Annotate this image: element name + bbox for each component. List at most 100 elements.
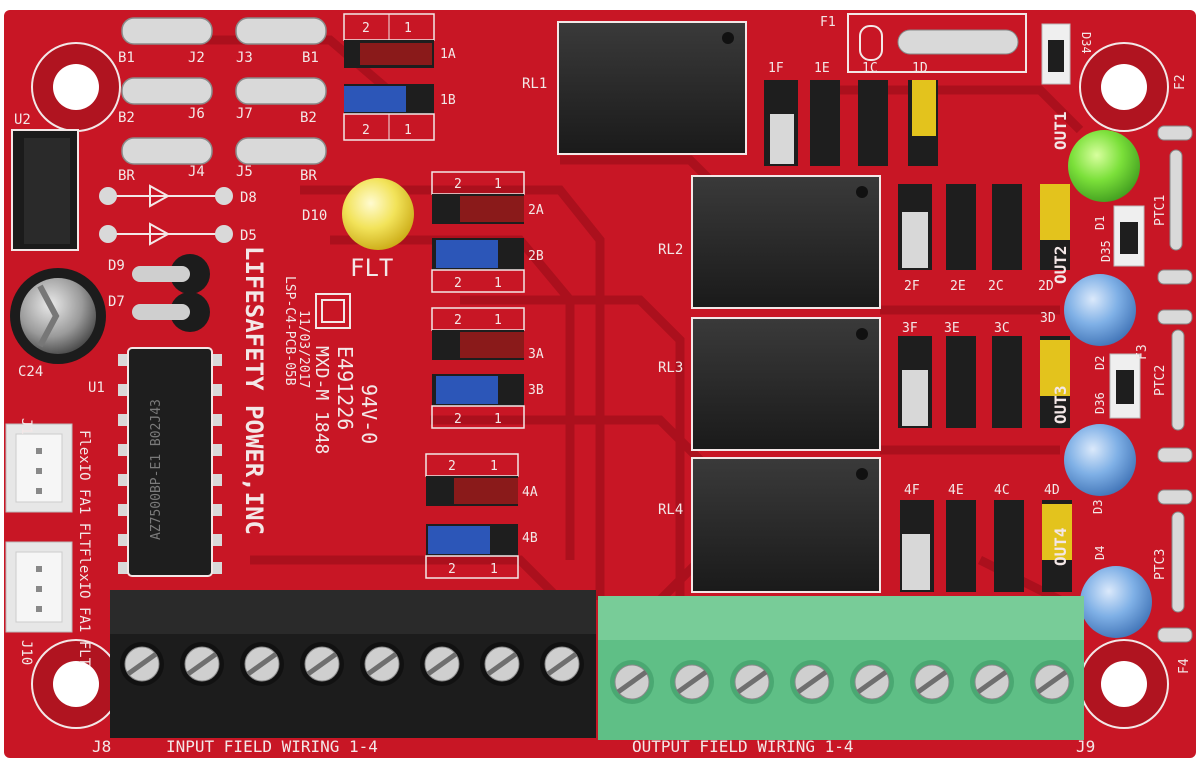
screw-slot bbox=[126, 651, 158, 677]
flexio-connector-j1 bbox=[5, 423, 73, 513]
label-j6: J6 bbox=[188, 106, 205, 122]
label-b2-a: B2 bbox=[118, 110, 135, 126]
transistors-d9-d7 bbox=[132, 254, 210, 332]
fuse-f1 bbox=[847, 13, 1027, 73]
label-1d: 1D bbox=[912, 61, 928, 76]
label-d9: D9 bbox=[108, 258, 125, 274]
screw-slot bbox=[976, 669, 1008, 695]
label-2a: 2A bbox=[528, 203, 544, 218]
jumper-group-1 bbox=[343, 13, 435, 141]
relay-rl2 bbox=[691, 175, 881, 309]
label-j5: J5 bbox=[236, 164, 253, 180]
pin-label: 2 bbox=[454, 177, 462, 192]
screw-slot bbox=[1036, 669, 1068, 695]
label-3f: 3F bbox=[902, 321, 918, 336]
label-j3: J3 bbox=[236, 50, 253, 66]
label-ptc1: PTC1 bbox=[1153, 195, 1168, 226]
label-3e: 3E bbox=[944, 321, 960, 336]
label-3d: 3D bbox=[1040, 311, 1056, 326]
jumper-group-3 bbox=[431, 307, 525, 429]
flexio-connector-j10 bbox=[5, 541, 73, 633]
relay-rl4 bbox=[691, 457, 881, 593]
output-screws bbox=[610, 660, 1074, 704]
led-out2-blue bbox=[1064, 274, 1136, 346]
pin-label: 2 bbox=[448, 562, 456, 577]
ul-file-text: E491226 bbox=[333, 346, 357, 430]
ic-u1 bbox=[118, 347, 222, 577]
label-d35: D35 bbox=[1099, 240, 1113, 262]
label-d36: D36 bbox=[1093, 392, 1107, 414]
label-b1-a: B1 bbox=[118, 50, 135, 66]
jumper-row-2 bbox=[898, 184, 1070, 270]
label-2c: 2C bbox=[988, 279, 1004, 294]
relay-rl1 bbox=[557, 21, 747, 155]
label-rl3: RL3 bbox=[658, 360, 683, 376]
label-d5: D5 bbox=[240, 228, 257, 244]
label-out3: OUT3 bbox=[1051, 385, 1070, 424]
label-ptc2: PTC2 bbox=[1153, 365, 1168, 396]
label-out4: OUT4 bbox=[1051, 527, 1070, 566]
screw-slot bbox=[616, 669, 648, 695]
label-d10: D10 bbox=[302, 208, 327, 224]
label-d4: D4 bbox=[1093, 546, 1107, 560]
led-d10-fault bbox=[342, 178, 414, 250]
label-2f: 2F bbox=[904, 279, 920, 294]
label-c24: C24 bbox=[18, 364, 43, 380]
pin-label: 2 bbox=[448, 459, 456, 474]
label-4d: 4D bbox=[1044, 483, 1060, 498]
pin-label: 1 bbox=[490, 459, 498, 474]
label-1b: 1B bbox=[440, 93, 456, 108]
label-rl1: RL1 bbox=[522, 76, 547, 92]
solder-jumpers-top-left bbox=[121, 17, 327, 165]
screw-slot bbox=[426, 651, 458, 677]
label-2d: 2D bbox=[1038, 279, 1054, 294]
flexio-label-2: FlexIO FA1 FLT bbox=[76, 548, 92, 667]
pin-label: 2 bbox=[362, 123, 370, 138]
label-d2: D2 bbox=[1093, 356, 1107, 370]
label-output-field-wiring: OUTPUT FIELD WIRING 1-4 bbox=[632, 737, 854, 756]
label-d8: D8 bbox=[240, 190, 257, 206]
led-out3-blue bbox=[1064, 424, 1136, 496]
label-j10: J10 bbox=[18, 640, 34, 665]
jumper-group-4 bbox=[425, 453, 519, 579]
screw-slot bbox=[796, 669, 828, 695]
label-f1: F1 bbox=[820, 15, 836, 30]
label-out1: OUT1 bbox=[1051, 111, 1070, 150]
label-4a: 4A bbox=[522, 485, 538, 500]
pin-label: 1 bbox=[494, 276, 502, 291]
label-1c: 1C bbox=[862, 61, 878, 76]
label-3c: 3C bbox=[994, 321, 1010, 336]
label-ptc3: PTC3 bbox=[1153, 549, 1168, 580]
label-f4: F4 bbox=[1177, 658, 1192, 674]
label-4c: 4C bbox=[994, 483, 1010, 498]
label-b1-b: B1 bbox=[302, 50, 319, 66]
label-u2: U2 bbox=[14, 112, 31, 128]
part-number-text: LSP-C4-PCB-05B bbox=[282, 276, 297, 386]
label-f3: F3 bbox=[1135, 344, 1150, 360]
led-out4-blue bbox=[1080, 566, 1152, 638]
terminal-block-output bbox=[598, 596, 1084, 740]
label-rl4: RL4 bbox=[658, 502, 683, 518]
pin-label: 2 bbox=[454, 276, 462, 291]
label-flt: FLT bbox=[350, 254, 393, 282]
screw-slot bbox=[306, 651, 338, 677]
screw-slot bbox=[676, 669, 708, 695]
pin-label: 1 bbox=[494, 177, 502, 192]
ul-logo bbox=[315, 293, 351, 329]
label-f2: F2 bbox=[1173, 74, 1188, 90]
jumper-row-1 bbox=[764, 80, 938, 166]
relay-rl3 bbox=[691, 317, 881, 451]
screw-slot bbox=[486, 651, 518, 677]
diodes-d8-d5 bbox=[108, 184, 224, 246]
label-out2: OUT2 bbox=[1051, 245, 1070, 284]
label-4f: 4F bbox=[904, 483, 920, 498]
pin-label: 1 bbox=[490, 562, 498, 577]
jumper-group-2 bbox=[431, 171, 525, 293]
screw-slot bbox=[736, 669, 768, 695]
label-d7: D7 bbox=[108, 294, 125, 310]
pin-label: 1 bbox=[404, 21, 412, 36]
flexio-label-1: FlexIO FA1 FLT bbox=[76, 430, 92, 549]
pin-label: 1 bbox=[404, 123, 412, 138]
label-j2: J2 bbox=[188, 50, 205, 66]
ul-code-text: MXD-M 1848 bbox=[311, 346, 332, 454]
